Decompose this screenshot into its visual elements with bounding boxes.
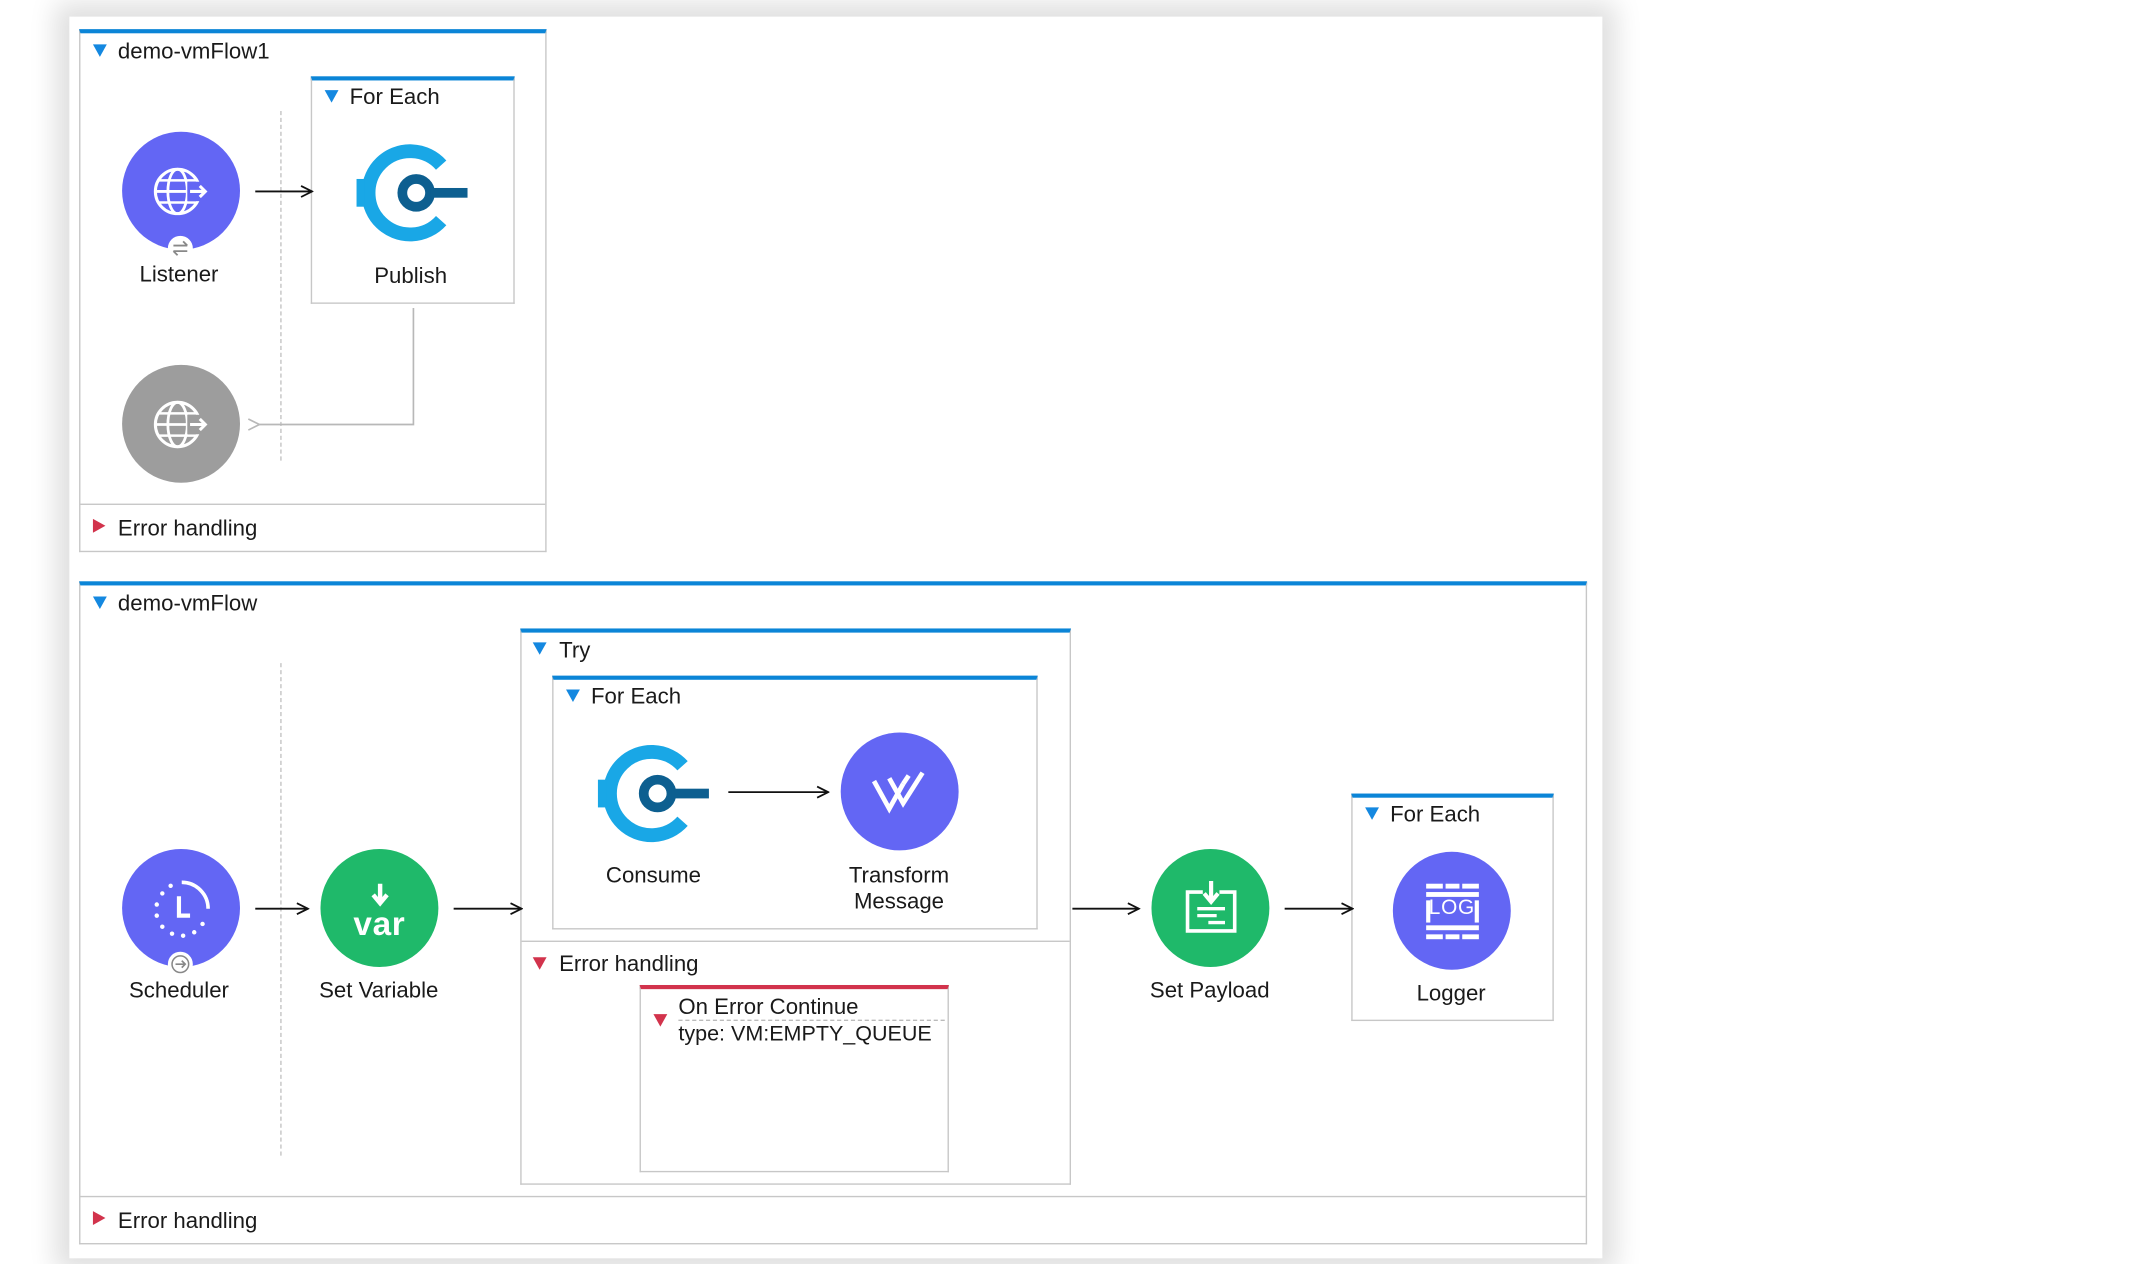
collapse-triangle-icon[interactable] — [566, 689, 580, 702]
collapse-triangle-icon[interactable] — [1365, 807, 1379, 820]
error-handling-label[interactable]: Error handling — [559, 953, 699, 977]
node-label: Scheduler — [128, 979, 229, 1004]
scope-title: Try — [559, 639, 591, 664]
globe-arrow-icon — [153, 400, 207, 448]
for-each-scope[interactable] — [310, 76, 515, 304]
clock-icon — [153, 879, 210, 938]
log-glyph: LOG — [1428, 896, 1475, 920]
flow-title: demo-vmFlow — [117, 592, 258, 616]
set-payload-node[interactable] — [1151, 849, 1270, 967]
expand-triangle-icon[interactable] — [92, 1211, 106, 1225]
collapse-triangle-icon[interactable] — [92, 44, 107, 57]
scheduler-node[interactable] — [122, 849, 241, 967]
node-label: Transform — [848, 864, 950, 888]
node-label: Message — [853, 890, 945, 915]
set-variable-node[interactable]: var — [320, 849, 439, 967]
error-handling-label[interactable]: Error handling — [117, 1209, 258, 1234]
flow-divider — [280, 110, 282, 461]
node-label: Listener — [139, 263, 219, 288]
node-label: Consume — [605, 864, 701, 888]
connector-return-arrow — [259, 307, 415, 425]
source-exchange-icon — [167, 235, 193, 261]
node-label: Logger — [1416, 982, 1486, 1006]
var-icon — [370, 883, 389, 907]
expand-triangle-icon[interactable] — [92, 518, 106, 533]
transform-message-node[interactable] — [840, 732, 959, 851]
collapse-triangle-icon[interactable] — [532, 957, 547, 970]
vm-connector-icon — [597, 745, 709, 843]
response-node[interactable] — [122, 364, 241, 483]
logger-node[interactable]: LOG — [1392, 851, 1511, 970]
source-arrow-icon — [167, 951, 193, 977]
flow-title: demo-vmFlow1 — [117, 40, 270, 64]
section-divider — [80, 1195, 1586, 1198]
vm-connector-icon — [356, 144, 468, 242]
collapse-triangle-icon[interactable] — [532, 642, 547, 655]
var-glyph: var — [353, 905, 406, 944]
scope-title: For Each — [349, 86, 440, 110]
log-icon — [1425, 883, 1479, 939]
on-error-title: On Error Continue — [678, 996, 859, 1020]
publish-node[interactable] — [355, 140, 472, 245]
collapse-triangle-icon[interactable] — [92, 596, 107, 610]
payload-icon — [1185, 880, 1236, 932]
section-divider — [80, 503, 546, 505]
globe-arrow-icon — [153, 167, 207, 215]
dataweave-icon — [871, 770, 924, 813]
scope-title: For Each — [1390, 803, 1481, 827]
on-error-header-divider — [678, 1019, 945, 1023]
collapse-triangle-icon[interactable] — [653, 1014, 668, 1027]
collapse-triangle-icon[interactable] — [324, 90, 339, 103]
error-handling-label[interactable]: Error handling — [117, 517, 258, 542]
section-divider — [521, 940, 1070, 942]
node-label: Publish — [374, 264, 448, 289]
on-error-type: type: VM:EMPTY_QUEUE — [678, 1022, 932, 1047]
consume-node[interactable] — [597, 741, 714, 846]
scope-title: For Each — [590, 685, 682, 709]
node-label: Set Payload — [1149, 979, 1270, 1004]
listener-node[interactable] — [122, 131, 241, 250]
node-label: Set Variable — [319, 979, 439, 1004]
on-error-continue-scope[interactable] — [639, 984, 949, 1173]
